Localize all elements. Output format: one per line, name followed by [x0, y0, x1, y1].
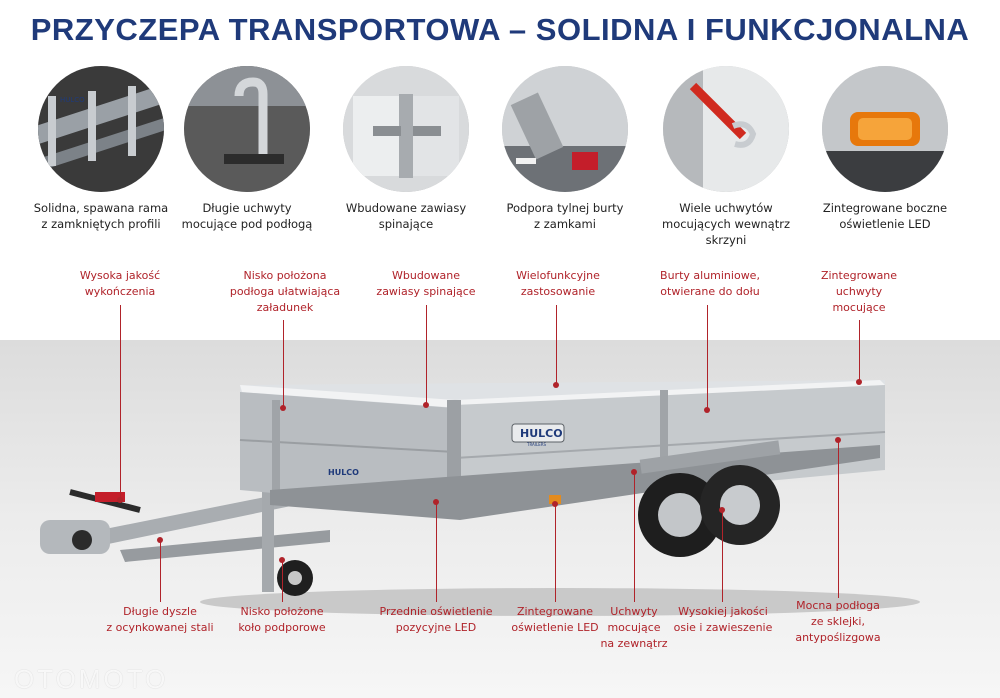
leader-jockey-wheel — [282, 560, 283, 602]
dot-jockey-wheel — [279, 557, 285, 563]
watermark-logo: OTOMOTO — [14, 664, 169, 694]
thumb-side-led-image — [822, 66, 948, 192]
dot-drawbar — [157, 537, 163, 543]
leader-integrated-led — [555, 504, 556, 602]
leader-lashing-points — [859, 320, 860, 382]
dot-aluminium-sides — [704, 407, 710, 413]
leader-outer-lashing — [634, 472, 635, 602]
leader-low-floor — [283, 320, 284, 408]
dot-finish-quality — [117, 497, 123, 503]
thumb-hinge-image — [343, 66, 469, 192]
leader-hinges — [426, 305, 427, 405]
leader-front-led — [436, 502, 437, 602]
dot-floor — [835, 437, 841, 443]
dot-hinges — [423, 402, 429, 408]
trailer-illustration: HULCO TRAILERS HULCO — [40, 380, 920, 616]
page-title: PRZYCZEPA TRANSPORTOWA – SOLIDNA I FUNKC… — [30, 12, 970, 47]
callout-aluminium-sides: Burty aluminiowe,otwierane do dołu — [660, 269, 760, 298]
dot-multipurpose — [553, 382, 559, 388]
leader-drawbar — [160, 540, 161, 602]
trailer-side-logo: HULCO — [520, 427, 563, 440]
trailer-front-logo: HULCO — [328, 468, 359, 477]
leader-finish-quality — [120, 305, 121, 500]
thumb-frame-image: HULCO — [38, 66, 164, 192]
dot-front-led — [433, 499, 439, 505]
thumb-tailgate-support-image — [502, 66, 628, 192]
dot-lashing-points — [856, 379, 862, 385]
leader-floor — [838, 440, 839, 598]
dot-outer-lashing — [631, 469, 637, 475]
trailer-side-logo-sub: TRAILERS — [526, 442, 547, 447]
dot-axles — [719, 507, 725, 513]
dot-integrated-led — [552, 501, 558, 507]
thumb-lashing-points-image — [663, 66, 789, 192]
thumb-logo-text: HULCO — [60, 96, 85, 104]
leader-multipurpose — [556, 305, 557, 385]
leader-aluminium-sides — [707, 305, 708, 410]
dot-low-floor — [280, 405, 286, 411]
leader-axles — [722, 510, 723, 602]
thumb-tie-down-image — [184, 66, 310, 192]
